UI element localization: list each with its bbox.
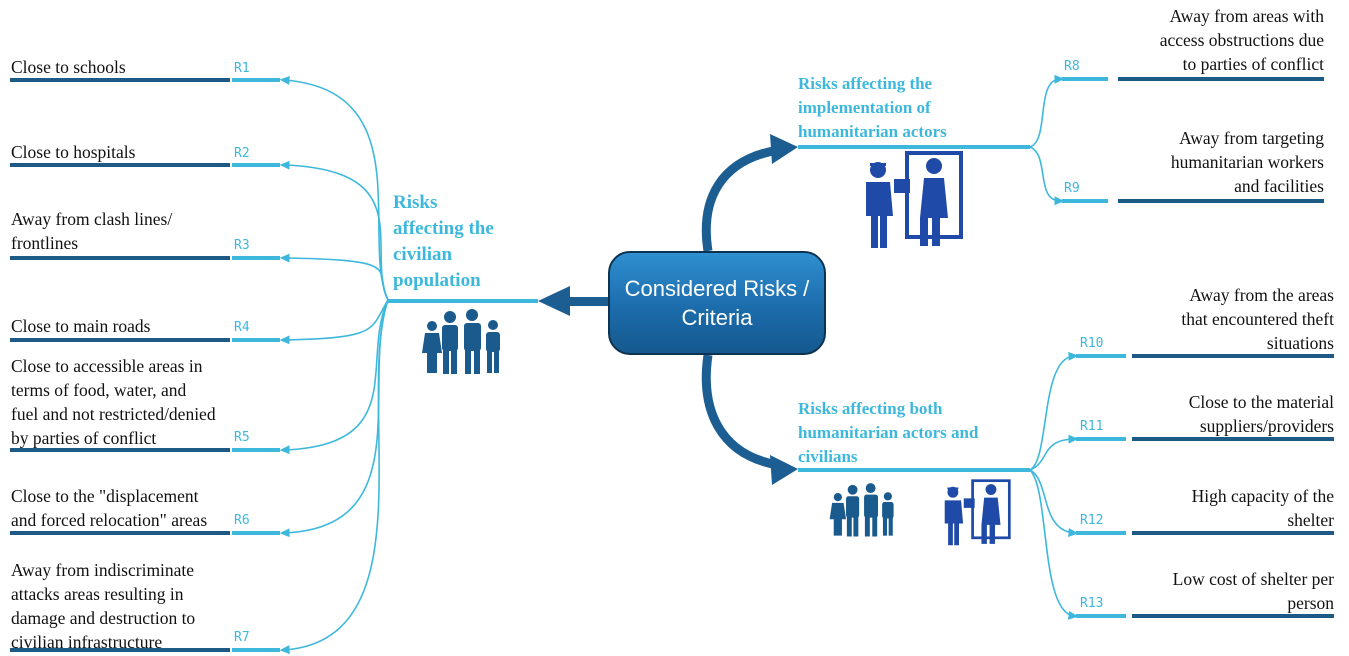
- civilian-branch-bar: [388, 299, 538, 303]
- humanitarian-worker-icon: [866, 151, 963, 248]
- code-r8: R8: [1064, 59, 1080, 74]
- arrow-to-both: [701, 354, 798, 485]
- arrow-to-implementation: [701, 134, 798, 252]
- code-r7: R7: [234, 630, 250, 645]
- center-node: Considered Risks / Criteria: [608, 251, 826, 355]
- left-item-r4: Close to main roads: [11, 316, 151, 336]
- right-connectors-top: [1029, 74, 1065, 206]
- family-icon: [422, 309, 500, 374]
- code-r4: R4: [234, 320, 250, 335]
- left-item-r3: Away from clash lines/frontlines: [11, 209, 173, 253]
- both-branch-heading: Risks affecting both humanitarian actors…: [798, 399, 979, 466]
- code-r6: R6: [234, 513, 250, 528]
- family-icon-small: [829, 483, 894, 537]
- center-line-1: Considered Risks /: [624, 276, 810, 301]
- left-item-r2: Close to hospitals: [11, 142, 136, 162]
- left-item-r1: Close to schools: [11, 57, 126, 77]
- code-r12: R12: [1080, 513, 1104, 528]
- right-underlines: [1062, 77, 1334, 618]
- code-r10: R10: [1080, 336, 1104, 351]
- code-r9: R9: [1064, 181, 1080, 196]
- implementation-branch-heading: Risks affecting the implementation of hu…: [798, 74, 947, 141]
- both-branch-bar: [798, 468, 1030, 472]
- code-r11: R11: [1080, 419, 1104, 434]
- implementation-branch-bar: [798, 145, 1030, 149]
- left-underlines: [10, 78, 280, 652]
- code-r2: R2: [234, 146, 250, 161]
- code-r3: R3: [234, 238, 250, 253]
- left-connectors: [279, 75, 389, 655]
- humanitarian-worker-icon-small: [944, 479, 1011, 546]
- right-connectors-bottom: [1029, 351, 1079, 620]
- code-r1: R1: [234, 61, 250, 76]
- code-r13: R13: [1080, 596, 1104, 611]
- center-line-2: Criteria: [681, 305, 753, 330]
- code-r5: R5: [234, 430, 250, 445]
- civilian-branch-heading: Risks affecting the civilian population: [393, 192, 494, 291]
- arrow-to-civilian: [538, 286, 610, 316]
